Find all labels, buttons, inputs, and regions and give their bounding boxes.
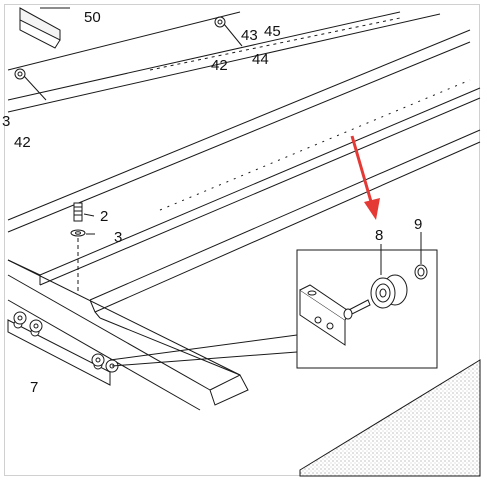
callout-9: 9 xyxy=(414,216,422,233)
callout-8: 8 xyxy=(375,227,383,244)
callout-3: 3 xyxy=(114,229,122,246)
callout-3-edge: 3 xyxy=(2,113,10,130)
springs xyxy=(14,16,243,101)
screw-and-washer xyxy=(70,202,86,292)
frame-border xyxy=(4,4,480,476)
callout-45: 45 xyxy=(264,23,281,40)
belt-surface xyxy=(299,359,481,477)
rail-rollers xyxy=(13,311,119,373)
detail-axle xyxy=(343,299,371,320)
upper-rail xyxy=(7,11,441,113)
callout-43: 43 xyxy=(241,27,258,44)
callout-42-left: 42 xyxy=(14,134,31,151)
bearing-part-8 xyxy=(370,274,408,309)
callout-42-upper: 42 xyxy=(211,57,228,74)
callout-44: 44 xyxy=(252,51,269,68)
callout-7: 7 xyxy=(30,379,38,396)
clip-part-9 xyxy=(414,264,428,280)
callout-50: 50 xyxy=(84,9,101,26)
detail-bracket-plate xyxy=(299,284,351,346)
callout-2: 2 xyxy=(100,208,108,225)
lower-side-rail xyxy=(7,259,249,411)
detail-box xyxy=(109,249,438,369)
upper-bracket xyxy=(19,7,70,49)
main-frame-rail xyxy=(7,29,481,319)
indicator-arrow xyxy=(350,135,380,220)
detail-leaders xyxy=(83,213,422,275)
